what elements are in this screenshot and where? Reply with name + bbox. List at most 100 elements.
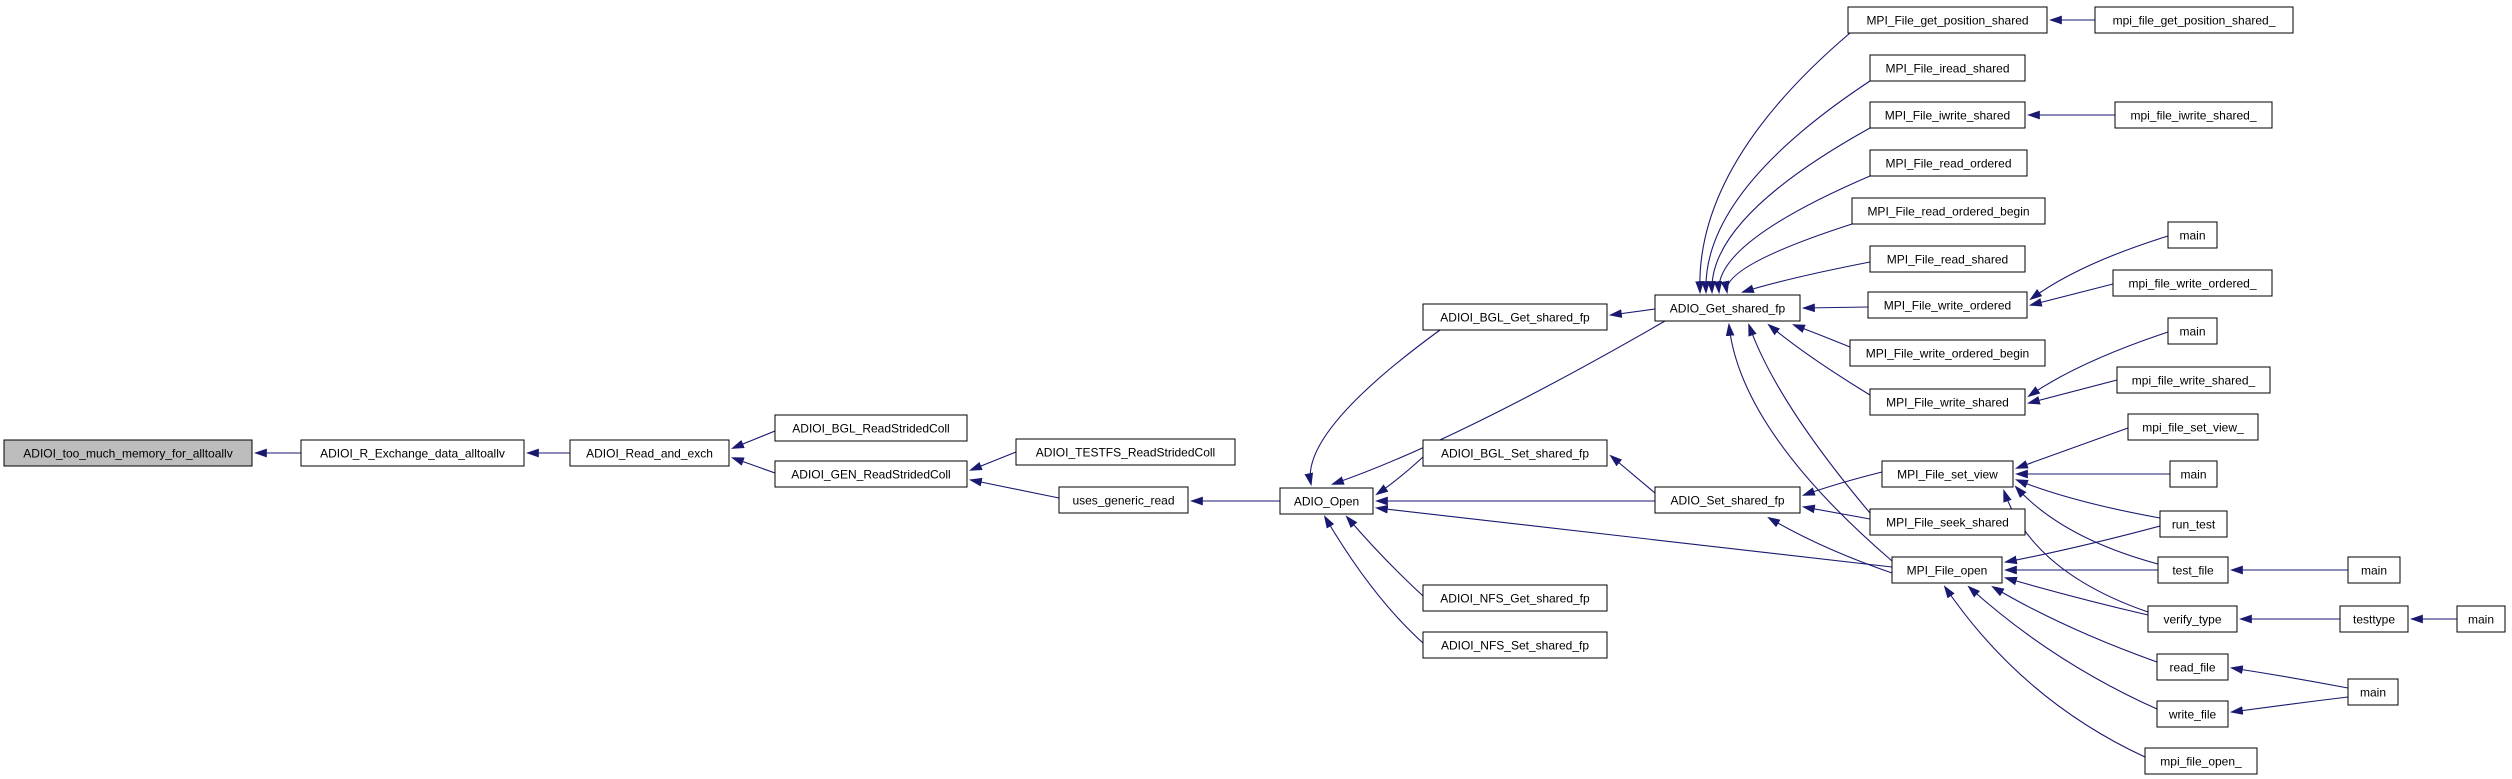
node-iwrite_shared_[interactable]: mpi_file_iwrite_shared_ [2114, 101, 2273, 129]
node-bgl_get_fp[interactable]: ADIOI_BGL_Get_shared_fp [1422, 303, 1608, 331]
node-box[interactable] [1869, 54, 2026, 82]
node-label: main [2468, 613, 2494, 627]
node-read_shared[interactable]: MPI_File_read_shared [1869, 245, 2026, 273]
node-main4[interactable]: main [2347, 556, 2401, 584]
node-gen_readstridedcoll[interactable]: ADIOI_GEN_ReadStridedColl [774, 460, 968, 488]
node-too_much[interactable]: ADIOI_too_much_memory_for_alltoallv [3, 439, 253, 467]
edge-write_ordered_begin-to-adio_get_fp [1791, 324, 1851, 348]
node-test_file[interactable]: test_file [2157, 556, 2229, 584]
node-box[interactable] [1869, 388, 2026, 416]
edge-gen_readstridedcoll-to-read_and_exch [730, 457, 776, 474]
node-box[interactable] [2159, 510, 2228, 538]
edge-file_open-to-adio_set_fp [1767, 516, 1893, 574]
node-adio_open[interactable]: ADIO_Open [1279, 487, 1374, 515]
node-file_open_[interactable]: mpi_file_open_ [2144, 747, 2258, 775]
node-iwrite_shared[interactable]: MPI_File_iwrite_shared [1869, 101, 2026, 129]
node-label: main [2360, 686, 2386, 700]
node-iread_shared[interactable]: MPI_File_iread_shared [1869, 54, 2026, 82]
node-box[interactable] [1422, 631, 1608, 659]
node-bgl_set_fp[interactable]: ADIOI_BGL_Set_shared_fp [1422, 439, 1608, 467]
node-box[interactable] [2169, 460, 2218, 488]
node-box[interactable] [1869, 101, 2026, 129]
node-nfs_set_fp[interactable]: ADIOI_NFS_Set_shared_fp [1422, 631, 1608, 659]
node-box[interactable] [1422, 584, 1608, 612]
node-adio_set_fp[interactable]: ADIO_Set_shared_fp [1654, 486, 1801, 514]
node-read_ordered_begin[interactable]: MPI_File_read_ordered_begin [1851, 197, 2046, 225]
node-write_ordered_[interactable]: mpi_file_write_ordered_ [2112, 269, 2273, 297]
node-read_ordered[interactable]: MPI_File_read_ordered [1869, 149, 2028, 177]
edge-testfs_readstridedcoll-to-gen_readstridedcoll [968, 451, 1017, 471]
node-read_file[interactable]: read_file [2156, 653, 2229, 681]
node-box[interactable] [2339, 605, 2409, 633]
node-box[interactable] [1058, 486, 1189, 514]
node-seek_shared[interactable]: MPI_File_seek_shared [1869, 508, 2026, 536]
node-write_shared_[interactable]: mpi_file_write_shared_ [2116, 366, 2271, 394]
node-set_view_[interactable]: mpi_file_set_view_ [2127, 413, 2259, 441]
node-box[interactable] [1867, 291, 2028, 319]
node-label: test_file [2172, 564, 2214, 578]
node-box[interactable] [2156, 653, 2229, 681]
node-set_view[interactable]: MPI_File_set_view [1881, 460, 2014, 488]
node-main5[interactable]: main [2456, 605, 2506, 633]
node-box[interactable] [1847, 6, 2048, 34]
node-box[interactable] [1015, 438, 1236, 466]
node-box[interactable] [774, 460, 968, 488]
node-box[interactable] [1869, 245, 2026, 273]
node-write_file[interactable]: write_file [2156, 700, 2229, 728]
node-verify_type[interactable]: verify_type [2147, 605, 2238, 633]
node-box[interactable] [2167, 221, 2218, 249]
node-file_open[interactable]: MPI_File_open [1891, 556, 2003, 584]
node-box[interactable] [2144, 747, 2258, 775]
node-r_exchange[interactable]: ADIOI_R_Exchange_data_alltoallv [300, 439, 525, 467]
node-box[interactable] [2116, 366, 2271, 394]
node-label: ADIOI_too_much_memory_for_alltoallv [23, 447, 232, 461]
node-box[interactable] [1891, 556, 2003, 584]
node-testtype[interactable]: testtype [2339, 605, 2409, 633]
node-adio_get_fp[interactable]: ADIO_Get_shared_fp [1654, 294, 1801, 322]
node-box[interactable] [1422, 439, 1608, 467]
node-box[interactable] [1654, 486, 1801, 514]
node-label: ADIOI_BGL_ReadStridedColl [792, 422, 949, 436]
node-box[interactable] [1279, 487, 1374, 515]
node-box[interactable] [300, 439, 525, 467]
node-box-highlighted[interactable] [3, 439, 253, 467]
node-nfs_get_fp[interactable]: ADIOI_NFS_Get_shared_fp [1422, 584, 1608, 612]
node-uses_generic_read[interactable]: uses_generic_read [1058, 486, 1189, 514]
node-box[interactable] [569, 439, 730, 467]
node-box[interactable] [1849, 339, 2046, 367]
node-get_position_shared_[interactable]: mpi_file_get_position_shared_ [2094, 6, 2294, 34]
node-main1[interactable]: main [2167, 221, 2218, 249]
node-main3[interactable]: main [2169, 460, 2218, 488]
node-box[interactable] [2112, 269, 2273, 297]
node-box[interactable] [2157, 556, 2229, 584]
node-box[interactable] [2094, 6, 2294, 34]
edge-write_ordered-to-adio_get_fp [1801, 303, 1869, 313]
node-box[interactable] [1654, 294, 1801, 322]
node-run_test[interactable]: run_test [2159, 510, 2228, 538]
node-bgl_readstridedcoll[interactable]: ADIOI_BGL_ReadStridedColl [774, 414, 968, 442]
node-box[interactable] [1422, 303, 1608, 331]
node-label: mpi_file_set_view_ [2142, 421, 2244, 435]
node-box[interactable] [2347, 556, 2401, 584]
node-box[interactable] [1851, 197, 2046, 225]
node-main2[interactable]: main [2167, 317, 2218, 345]
node-get_position_shared[interactable]: MPI_File_get_position_shared [1847, 6, 2048, 34]
node-box[interactable] [1869, 149, 2028, 177]
node-box[interactable] [774, 414, 968, 442]
node-box[interactable] [2167, 317, 2218, 345]
node-box[interactable] [2127, 413, 2259, 441]
node-write_shared[interactable]: MPI_File_write_shared [1869, 388, 2026, 416]
node-write_ordered_begin[interactable]: MPI_File_write_ordered_begin [1849, 339, 2046, 367]
node-box[interactable] [2114, 101, 2273, 129]
node-testfs_readstridedcoll[interactable]: ADIOI_TESTFS_ReadStridedColl [1015, 438, 1236, 466]
node-box[interactable] [1869, 508, 2026, 536]
node-box[interactable] [2156, 700, 2229, 728]
node-write_ordered[interactable]: MPI_File_write_ordered [1867, 291, 2028, 319]
node-read_and_exch[interactable]: ADIOI_Read_and_exch [569, 439, 730, 467]
node-box[interactable] [2456, 605, 2506, 633]
node-main6[interactable]: main [2347, 678, 2399, 706]
node-box[interactable] [1881, 460, 2014, 488]
node-box[interactable] [2347, 678, 2399, 706]
node-box[interactable] [2147, 605, 2238, 633]
